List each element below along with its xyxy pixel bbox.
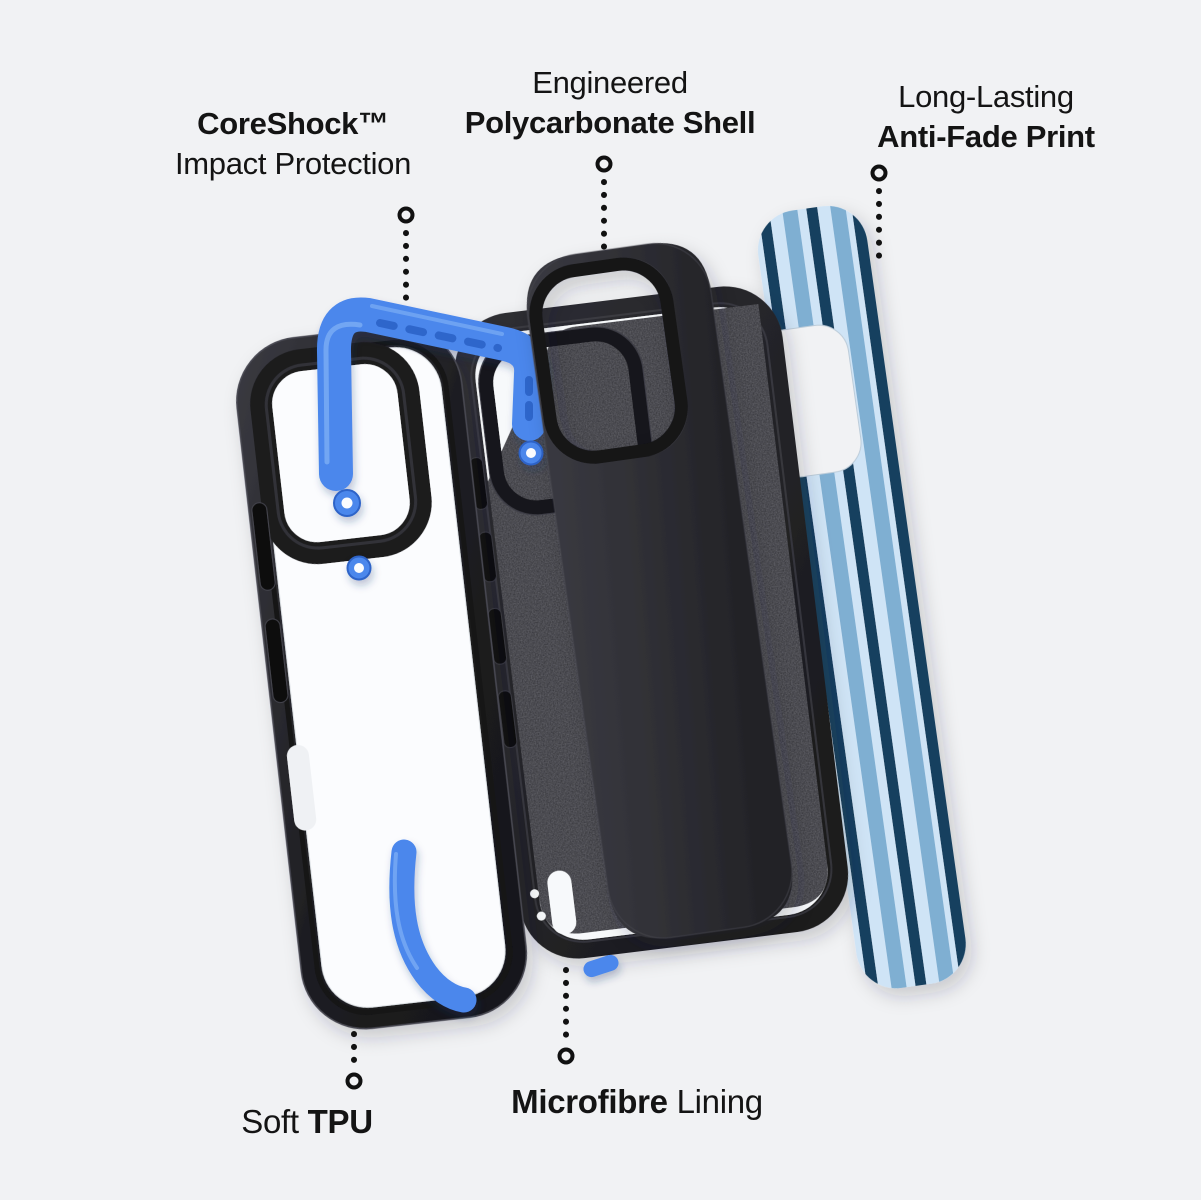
label-antifade-title: Anti-Fade Print bbox=[877, 119, 1095, 154]
coreshock-grommet-hole bbox=[526, 448, 536, 458]
volume-button bbox=[251, 502, 276, 591]
label-coreshock-subtitle: Impact Protection bbox=[174, 146, 412, 181]
leader-circle bbox=[595, 155, 613, 173]
coreshock-grip-dashes bbox=[376, 319, 502, 352]
side-slot-cutout bbox=[286, 744, 317, 831]
coreshock-grommet-hole bbox=[341, 497, 353, 509]
leader-soft-tpu bbox=[345, 1031, 363, 1090]
shell-body bbox=[526, 243, 793, 939]
coreshock-bottom-strip bbox=[389, 839, 477, 1013]
stripe bbox=[830, 203, 955, 983]
leader-polycarbonate bbox=[595, 155, 613, 253]
speaker-hole bbox=[536, 911, 546, 921]
leader-coreshock bbox=[397, 206, 415, 306]
speaker-hole bbox=[530, 889, 540, 899]
label-microfibre-bold: Microfibre bbox=[511, 1083, 668, 1120]
label-polycarbonate-pre: Engineered bbox=[532, 65, 688, 100]
stripe bbox=[850, 200, 971, 980]
shell-camera-ring bbox=[529, 257, 688, 464]
printed-back-plate bbox=[756, 200, 971, 993]
leader-circle bbox=[345, 1072, 363, 1090]
label-antifade: Long-Lasting Anti-Fade Print bbox=[877, 77, 1095, 157]
label-polycarbonate-title: Polycarbonate Shell bbox=[464, 105, 756, 140]
label-polycarbonate: Engineered Polycarbonate Shell bbox=[465, 63, 756, 143]
leader-circle bbox=[397, 206, 415, 224]
label-antifade-pre: Long-Lasting bbox=[898, 79, 1074, 114]
leader-microfibre bbox=[557, 967, 575, 1065]
port-cutout bbox=[547, 870, 577, 935]
leader-circle bbox=[557, 1047, 575, 1065]
side-button-slot bbox=[497, 690, 518, 749]
leader-lines bbox=[345, 155, 888, 1090]
leader-antifade bbox=[870, 164, 888, 269]
label-microfibre-regular: Lining bbox=[676, 1083, 764, 1120]
label-soft-tpu: Soft TPU bbox=[241, 1102, 373, 1142]
shell-edge-highlight bbox=[526, 242, 793, 939]
coreshock-frame bbox=[317, 297, 619, 1013]
coreshock-tab bbox=[583, 954, 619, 978]
label-soft-tpu-bold: TPU bbox=[307, 1103, 373, 1140]
label-microfibre: Microfibre Lining bbox=[511, 1082, 763, 1122]
leader-circle bbox=[870, 164, 888, 182]
coreshock-band-highlight bbox=[370, 304, 504, 336]
coreshock-band bbox=[317, 297, 549, 491]
label-soft-tpu-regular: Soft bbox=[241, 1103, 299, 1140]
label-coreshock: CoreShock™ Impact Protection bbox=[175, 104, 411, 184]
polycarbonate-shell bbox=[526, 242, 793, 939]
label-coreshock-title: CoreShock™ bbox=[197, 106, 389, 141]
coreshock-bottom-strip-highlight bbox=[392, 852, 419, 970]
volume-button bbox=[264, 618, 289, 704]
coreshock-band-highlight bbox=[323, 321, 363, 465]
coreshock-grommet-hole bbox=[354, 563, 364, 573]
